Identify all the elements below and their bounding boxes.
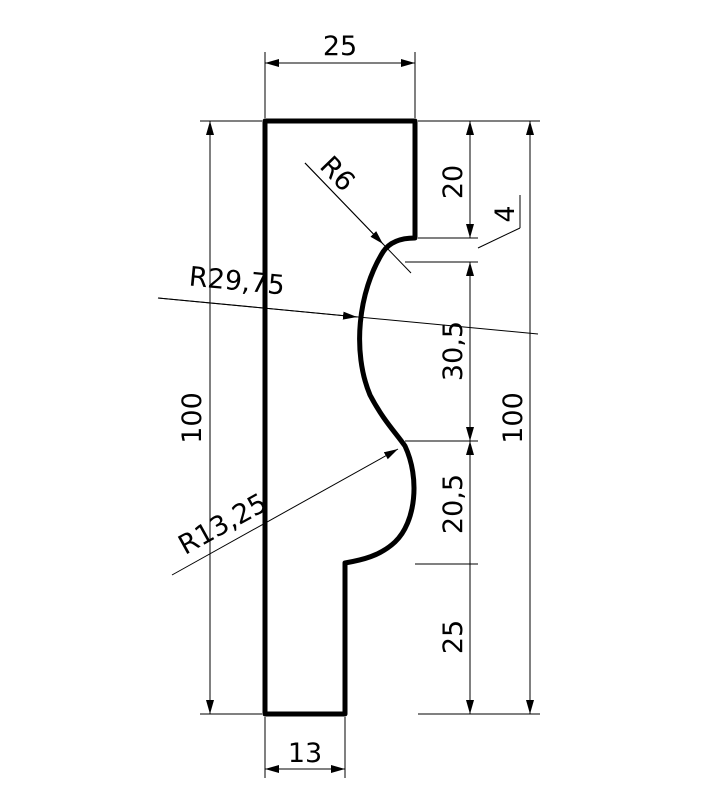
dim-top-width: 25: [264, 31, 416, 118]
profile-outline: [262, 118, 418, 717]
dim-bottom-width-label: 13: [288, 738, 322, 769]
dim-radius-large-label: R29,75: [188, 262, 287, 302]
dim-step: 4: [477, 195, 521, 249]
dim-seg-bottom-label: 25: [438, 620, 469, 654]
dim-radius-small: R6: [304, 150, 412, 274]
dim-step-label: 4: [490, 205, 521, 222]
extension-lines-right: [405, 120, 540, 715]
dim-right-height-label: 100: [498, 392, 529, 444]
dim-bottom-width: 13: [264, 717, 346, 778]
dim-right-height: 100: [498, 121, 534, 714]
dim-seg-lower-label: 20,5: [438, 474, 469, 534]
dim-radius-small-label: R6: [313, 150, 360, 197]
dim-radius-large: R29,75: [157, 262, 539, 335]
dim-left-height-label: 100: [177, 392, 208, 444]
dim-radius-medium-label: R13,25: [173, 488, 272, 562]
dim-radius-medium: R13,25: [171, 448, 399, 576]
dim-top-width-label: 25: [323, 31, 357, 62]
dim-chain-right: 20 30,5 20,5 25: [438, 121, 474, 714]
dim-left-height: 100: [177, 120, 262, 715]
dim-seg-middle-label: 30,5: [438, 321, 469, 381]
dim-seg-top-label: 20: [438, 165, 469, 199]
